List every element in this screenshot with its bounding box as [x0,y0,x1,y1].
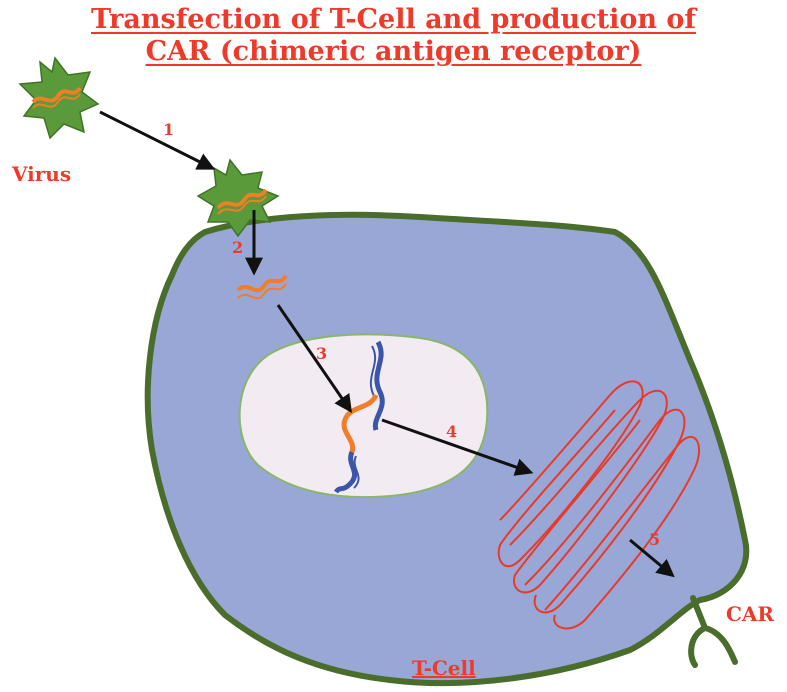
t-cell-label: T-Cell [412,656,476,680]
step-5-label: 5 [649,530,661,549]
arrow-step-3 [276,304,353,413]
arrow-step-1 [99,110,216,170]
step-1-label: 1 [163,120,175,139]
virus-particle [18,56,100,140]
endoplasmic-reticulum [497,380,700,630]
virus-attached [196,158,280,238]
viral-rna-icon [236,274,288,300]
arrow-step-4 [381,418,534,476]
virus-label: Virus [12,162,72,186]
step-3-label: 3 [316,344,328,363]
step-2-label: 2 [232,238,244,257]
car-label: CAR [726,602,775,626]
car-receptor-icon [688,595,738,668]
dna-integration-icon [333,340,385,494]
step-4-label: 4 [446,422,458,441]
arrow-step-5 [629,538,675,578]
title-line-1: Transfection of T-Cell and production of [91,4,696,35]
title-line-2: CAR (chimeric antigen receptor) [145,36,642,67]
step-arrows [99,110,675,578]
nucleus [238,333,489,499]
